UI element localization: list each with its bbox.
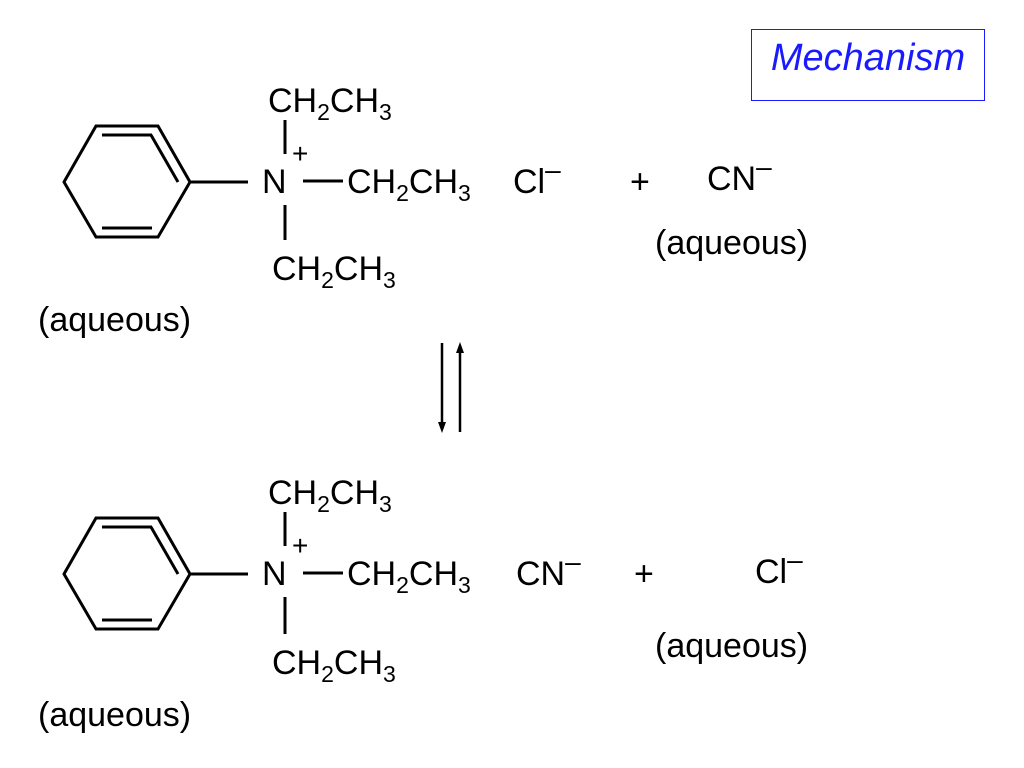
mechanism-title: Mechanism	[770, 36, 966, 79]
nitrogen-atom: N	[262, 163, 287, 201]
cyanide-counterion: CN–	[516, 546, 581, 593]
salt-phase-label: (aqueous)	[38, 696, 191, 734]
bottom-ethyl-group: CH2CH3	[272, 250, 396, 293]
reagent-phase-label: (aqueous)	[655, 224, 808, 262]
byproduct-phase-label: (aqueous)	[655, 627, 808, 665]
product-row: CH2CH3 N + CH2CH3 CH2CH3 CN– (aqueous) +…	[38, 474, 808, 734]
equilibrium-arrows-icon	[438, 342, 464, 433]
right-ethyl-group: CH2CH3	[347, 555, 471, 598]
positive-charge: +	[292, 138, 308, 169]
chloride-counterion: Cl–	[513, 154, 561, 201]
plus-sign: +	[630, 163, 650, 201]
benzene-ring-icon	[62, 124, 192, 239]
chloride-byproduct: Cl–	[755, 544, 803, 591]
salt-phase-label: (aqueous)	[38, 301, 191, 339]
bottom-ethyl-group: CH2CH3	[272, 644, 396, 687]
nitrogen-atom: N	[262, 555, 287, 593]
top-ethyl-group: CH2CH3	[268, 474, 392, 517]
positive-charge: +	[292, 530, 308, 561]
reactant-row: CH2CH3 N + CH2CH3 CH2CH3 Cl– (aqueous) +…	[38, 82, 808, 339]
top-ethyl-group: CH2CH3	[268, 82, 392, 125]
cyanide-reagent: CN–	[707, 151, 772, 198]
benzene-ring-icon	[62, 516, 192, 631]
plus-sign: +	[634, 555, 654, 593]
right-ethyl-group: CH2CH3	[347, 163, 471, 206]
mechanism-title-box: Mechanism	[751, 29, 985, 101]
